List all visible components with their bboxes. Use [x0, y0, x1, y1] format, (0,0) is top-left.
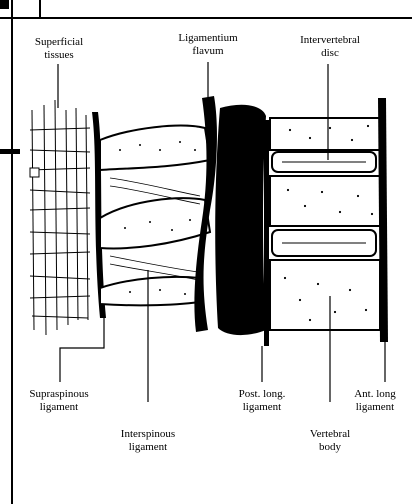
label-supraspinous-ligament: Supraspinous ligament: [14, 388, 104, 414]
vertebral-bodies: [270, 118, 380, 330]
label-ligamentum-flavum: Ligamentium flavum: [156, 32, 260, 58]
label-intervertebral-disc: Intervertebral disc: [280, 34, 380, 60]
corner-mark: [0, 0, 9, 9]
label-vertebral-body: Vertebral body: [290, 428, 370, 454]
label-ant-long-ligament: Ant. long ligament: [340, 388, 410, 414]
label-superficial-tissues: Superficial tissues: [20, 36, 98, 62]
spinal-canal: [215, 105, 266, 335]
label-interspinous-ligament: Interspinous ligament: [100, 428, 196, 454]
side-pointer: [0, 149, 20, 154]
label-post-long-ligament: Post. long. ligament: [222, 388, 302, 414]
spinous-processes: [100, 126, 210, 306]
post-long-ligament-band: [264, 120, 269, 346]
superficial-tissues: [30, 100, 90, 335]
